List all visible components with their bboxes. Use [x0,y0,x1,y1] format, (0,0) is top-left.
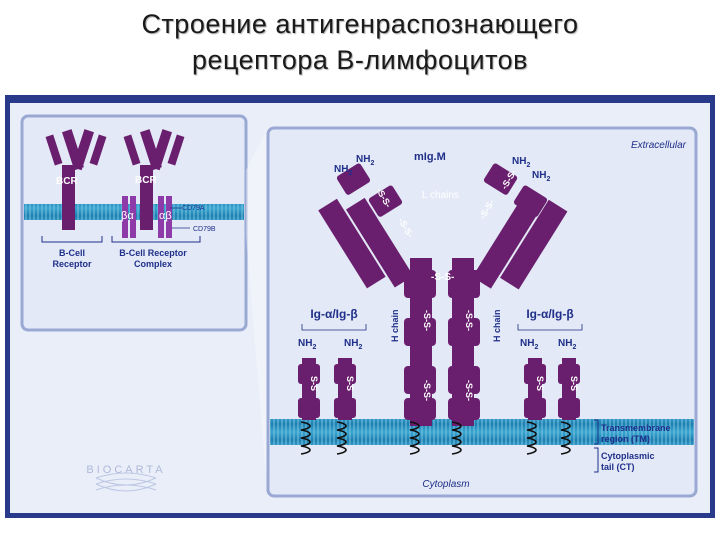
slide-title: Строение антигенраспознающего рецептора … [0,6,720,78]
inset-ab-label: αβ [159,210,172,222]
zoom-projection [246,128,268,497]
ss-stem-2: -S-S- [464,310,474,331]
inset-complex-label-1: B-Cell Receptor [119,248,187,258]
cytoplasm-label: Cytoplasm [422,479,469,490]
nh2-label-6: NH2 [344,338,362,351]
cytoplasmic-label-1: Cytoplasmic [601,451,655,461]
title-line-1: Строение антигенраспознающего [141,9,579,39]
ig-ab-label-right: Ig-α/Ig-β [526,307,573,321]
inset-bcr-right-label: BCR [135,175,157,186]
inset-cd79a-label: CD79A [182,205,205,212]
inset-receptor-label-2: Receptor [52,259,92,269]
migm-label: mIg.M [414,151,446,163]
inset-complex-label-2: Complex [134,259,172,269]
ss-ig-4: S-S [569,376,579,391]
nh2-label-3: NH2 [512,156,530,169]
ct-bracket [594,447,599,473]
biocarta-logo: BIOCARTA [86,464,165,492]
inset-cd79 [122,196,172,238]
inset-receptor-label-1: B-Cell [59,248,85,258]
h-chain-label-left: H chain [390,309,400,342]
ig-ab-label-left: Ig-α/Ig-β [310,307,357,321]
nh2-label-8: NH2 [558,338,576,351]
l-chains-label: L chains [422,190,459,201]
ss-ig-3: S-S [535,376,545,391]
inset-bracket-left [41,236,103,243]
migm-arms [318,163,568,290]
inset-ba-label: βα [121,210,134,222]
ss-ig-1: S-S [309,376,319,391]
transmembrane-label-1: Transmembrane [601,423,671,433]
ig-ab-left-pair [298,358,356,420]
svg-text:BIOCARTA: BIOCARTA [86,464,165,476]
cytoplasmic-label-2: tail (CT) [601,462,635,472]
nh2-label-4: NH2 [532,170,550,183]
title-line-2: рецептора В-лимфоцитов [191,45,529,75]
inset-bcr-right [123,129,185,230]
ss-ig-2: S-S [345,376,355,391]
h-chain-label-right: H chain [492,309,502,342]
transmembrane-label-2: region (TM) [601,434,650,444]
ss-stem-4: -S-S- [464,380,474,401]
inset-cd79b-label: CD79B [193,226,216,233]
transmembrane-coils [300,421,571,455]
inset-bcr-left [45,129,107,230]
migm-stem [404,258,480,426]
disulfide-label-center: -S-S- [431,272,454,283]
ig-ab-bracket-left [301,324,367,331]
ig-ab-right-pair [524,358,580,420]
ig-ab-bracket-right [517,324,583,331]
nh2-label-1: NH2 [356,154,374,167]
nh2-label-7: NH2 [520,338,538,351]
nh2-label-5: NH2 [298,338,316,351]
ss-stem-3: -S-S- [422,380,432,401]
inset-bcr-left-label: BCR [56,176,78,187]
extracellular-label: Extracellular [631,140,687,151]
ss-stem-1: -S-S- [422,310,432,331]
inset-bracket-right [111,236,201,243]
nh2-label-2: NH2 [334,164,352,177]
tm-bracket [594,419,599,445]
